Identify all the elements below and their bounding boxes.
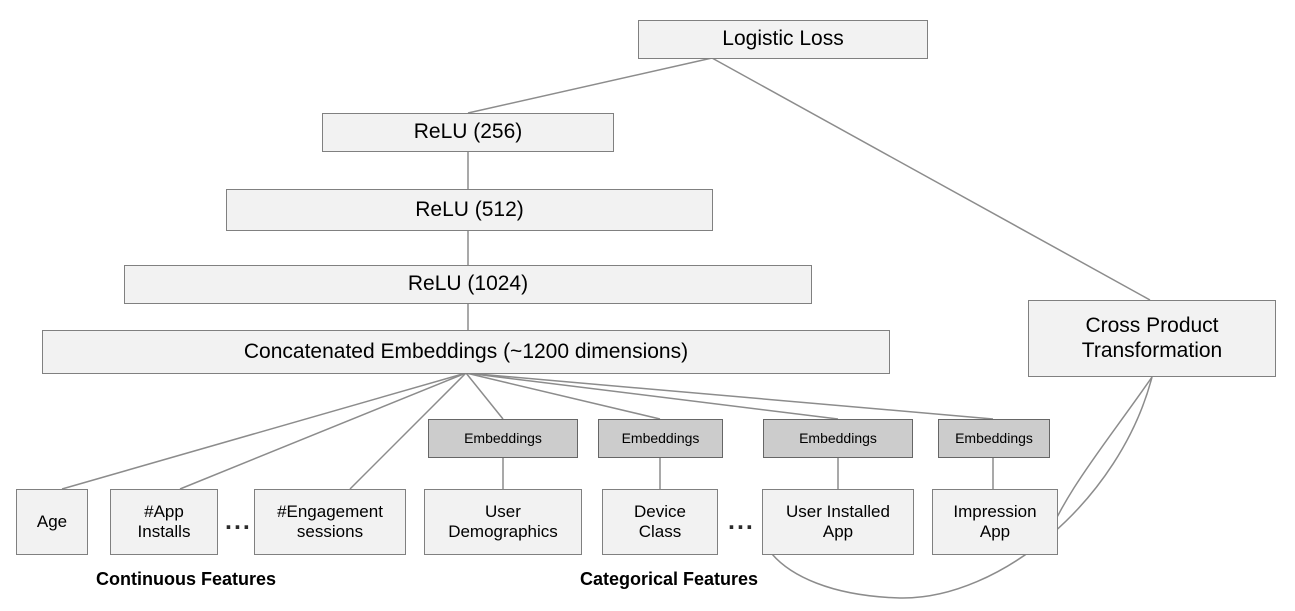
node-relu-512-label: ReLU (512) bbox=[415, 197, 524, 221]
node-concatenated-embeddings-label: Concatenated Embeddings (~1200 dimension… bbox=[243, 339, 689, 363]
group-label-continuous-features: Continuous Features bbox=[96, 569, 276, 590]
edge-concat-to-engagement bbox=[349, 372, 467, 490]
edge-concat-to-embeddings-3 bbox=[465, 372, 839, 420]
node-embeddings-2-label: Embeddings bbox=[621, 430, 700, 447]
node-embeddings-3-label: Embeddings bbox=[799, 430, 877, 447]
node-feature-impression-app-label: Impression App bbox=[953, 501, 1037, 541]
node-embeddings-1-label: Embeddings bbox=[464, 430, 542, 447]
node-cross-product-transformation-label: Cross Product Transformation bbox=[1081, 313, 1223, 362]
node-logistic-loss[interactable]: Logistic Loss bbox=[638, 20, 928, 59]
node-relu-512[interactable]: ReLU (512) bbox=[226, 189, 713, 231]
group-label-continuous-features-text: Continuous Features bbox=[96, 569, 277, 589]
node-feature-app-installs-label: #App Installs bbox=[137, 501, 191, 541]
node-relu-1024-label: ReLU (1024) bbox=[407, 272, 529, 296]
node-feature-app-installs[interactable]: #App Installs bbox=[110, 489, 218, 555]
node-concatenated-embeddings[interactable]: Concatenated Embeddings (~1200 dimension… bbox=[42, 330, 890, 374]
edge-loss-to-cross-product bbox=[711, 57, 1151, 301]
node-relu-1024[interactable]: ReLU (1024) bbox=[124, 265, 812, 304]
edge-cross-product-to-user-installed-app bbox=[771, 376, 1153, 599]
group-label-categorical-features: Categorical Features bbox=[580, 569, 758, 590]
node-feature-user-installed-app-label: User Installed App bbox=[786, 501, 890, 541]
node-feature-age[interactable]: Age bbox=[16, 489, 88, 555]
edge-concat-to-embeddings-4 bbox=[465, 372, 994, 420]
node-feature-device-class[interactable]: Device Class bbox=[602, 489, 718, 555]
ellipsis-categorical: ... bbox=[728, 509, 755, 534]
node-feature-user-installed-app[interactable]: User Installed App bbox=[762, 489, 914, 555]
node-feature-device-class-label: Device Class bbox=[634, 501, 686, 541]
node-feature-impression-app[interactable]: Impression App bbox=[932, 489, 1058, 555]
node-relu-256-label: ReLU (256) bbox=[413, 120, 523, 144]
node-cross-product-transformation[interactable]: Cross Product Transformation bbox=[1028, 300, 1276, 377]
node-feature-user-demographics[interactable]: User Demographics bbox=[424, 489, 582, 555]
edge-loss-to-relu256 bbox=[467, 57, 713, 114]
node-embeddings-4[interactable]: Embeddings bbox=[938, 419, 1050, 458]
node-embeddings-3[interactable]: Embeddings bbox=[763, 419, 913, 458]
node-relu-256[interactable]: ReLU (256) bbox=[322, 113, 614, 152]
ellipsis-continuous-label: ... bbox=[225, 507, 252, 535]
node-feature-engagement-sessions[interactable]: #Engagement sessions bbox=[254, 489, 406, 555]
node-feature-user-demographics-label: User Demographics bbox=[448, 501, 558, 541]
node-feature-engagement-sessions-label: #Engagement sessions bbox=[277, 501, 383, 541]
node-feature-age-label: Age bbox=[36, 511, 68, 531]
group-label-categorical-features-text: Categorical Features bbox=[580, 569, 759, 589]
node-logistic-loss-label: Logistic Loss bbox=[722, 27, 844, 51]
edge-concat-to-age bbox=[61, 372, 467, 490]
edge-concat-to-embeddings-2 bbox=[465, 372, 661, 420]
edge-concat-to-app-installs bbox=[179, 372, 467, 490]
node-embeddings-4-label: Embeddings bbox=[955, 430, 1033, 447]
node-embeddings-2[interactable]: Embeddings bbox=[598, 419, 723, 458]
edge-concat-to-embeddings-1 bbox=[465, 372, 504, 420]
ellipsis-categorical-label: ... bbox=[728, 507, 755, 535]
ellipsis-continuous: ... bbox=[225, 509, 252, 534]
node-embeddings-1[interactable]: Embeddings bbox=[428, 419, 578, 458]
